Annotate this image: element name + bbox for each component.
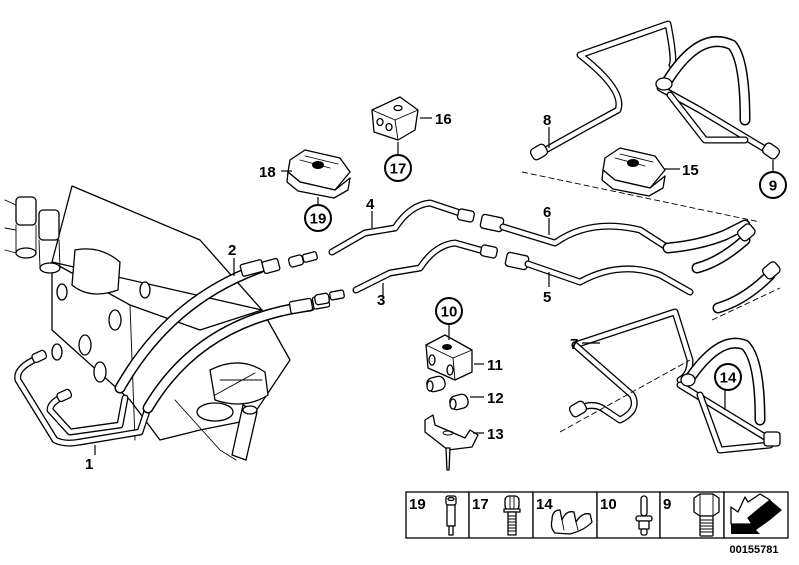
legend-number-19: 19	[409, 496, 426, 513]
legend-number-9: 9	[663, 496, 671, 513]
part-label-5: 5	[543, 289, 551, 306]
legend-number-14: 14	[536, 496, 553, 513]
svg-text:17: 17	[390, 161, 407, 178]
part-label-12: 12	[487, 390, 504, 407]
brake-hose-2	[114, 251, 345, 414]
connection-line	[711, 287, 781, 321]
part-label-13: 13	[487, 426, 504, 443]
callout-14: 14	[714, 363, 742, 391]
connection-line	[559, 359, 691, 433]
brake-pipe-3	[352, 239, 498, 294]
brake-hose-6	[479, 213, 756, 274]
grommet-12	[426, 375, 469, 411]
connection-line	[521, 171, 761, 223]
callout-17: 17	[384, 154, 412, 182]
leader-lines	[94, 117, 774, 455]
brake-pipe-4	[328, 199, 475, 256]
part-label-3: 3	[377, 292, 385, 309]
brake-pipe-8	[529, 20, 781, 161]
pipe-clip-18	[286, 149, 351, 199]
torx-bolt-icon	[503, 495, 521, 536]
pipe-clip-15	[601, 147, 666, 197]
svg-text:19: 19	[310, 211, 327, 228]
part-label-6: 6	[543, 204, 551, 221]
fastener-legend: 19 17 14 10 9	[405, 491, 789, 539]
hex-bolt-icon	[693, 493, 720, 537]
callout-19: 19	[304, 204, 332, 232]
brake-pipe-1	[14, 349, 152, 447]
diagram-id: 00155781	[730, 544, 779, 556]
brake-pipe-7	[568, 308, 781, 454]
callout-10: 10	[435, 297, 463, 325]
hydraulic-unit-block	[4, 185, 291, 461]
part-label-8: 8	[543, 112, 551, 129]
direction-arrow-icon	[730, 493, 782, 534]
part-label-15: 15	[682, 162, 699, 179]
rubber-block-16	[371, 96, 419, 141]
bracket-13	[424, 414, 479, 471]
double-pipe-clip-icon	[550, 509, 593, 535]
part-label-1: 1	[85, 456, 93, 473]
part-label-7: 7	[570, 336, 578, 353]
svg-text:10: 10	[441, 304, 458, 321]
stud-pin-icon	[635, 495, 653, 536]
shoulder-screw-icon	[445, 495, 457, 536]
svg-text:14: 14	[720, 370, 737, 387]
pipe-holder-11	[425, 334, 473, 381]
part-label-4: 4	[366, 196, 375, 213]
part-label-11: 11	[487, 357, 503, 374]
part-label-18: 18	[259, 164, 276, 181]
part-label-2: 2	[228, 242, 236, 259]
part-label-16: 16	[435, 111, 452, 128]
brake-hose-5	[504, 251, 781, 314]
svg-text:9: 9	[769, 178, 777, 195]
legend-number-10: 10	[600, 496, 617, 513]
legend-number-17: 17	[472, 496, 489, 513]
callout-9: 9	[759, 171, 787, 199]
